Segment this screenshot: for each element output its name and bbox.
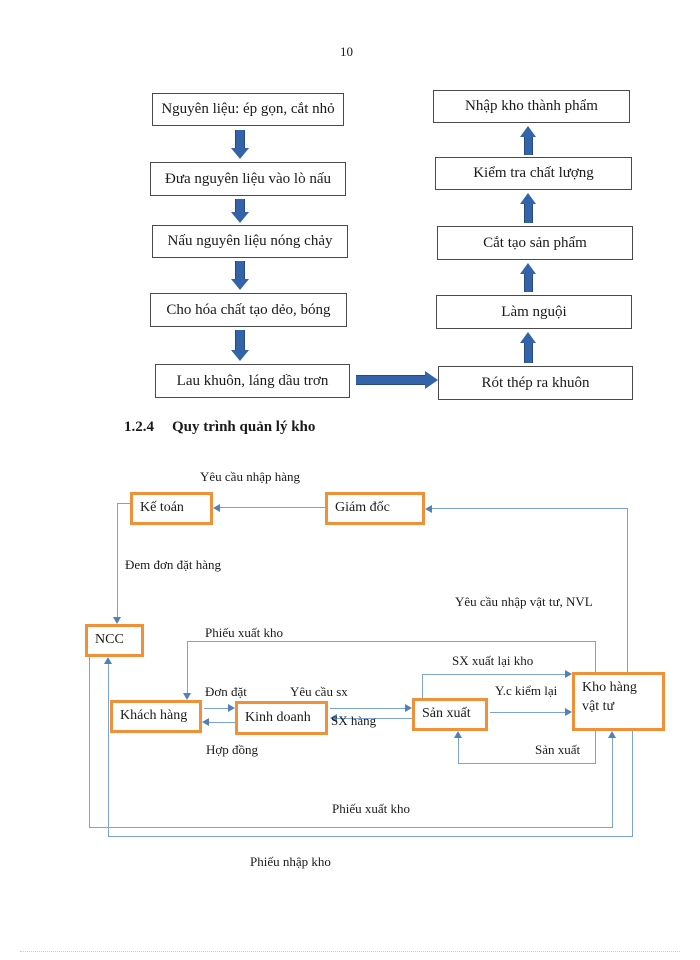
label-san-xuat-return: Sản xuất <box>535 742 581 757</box>
arrowhead <box>113 617 121 624</box>
connector-khohang-khachhang-h <box>187 641 596 642</box>
label-sx-hang: SX hàng <box>331 713 377 728</box>
page-break-line <box>20 951 680 952</box>
connector-ketoan-ncc-h <box>117 503 130 504</box>
connector-khohang-ncc-v1 <box>632 731 633 836</box>
connector-khohang-khachhang-v1 <box>595 641 596 672</box>
connector-khohang-khachhang-v2 <box>187 641 188 693</box>
up-arrow-icon <box>520 332 536 363</box>
node-ncc: NCC <box>85 624 144 657</box>
arrowhead <box>608 731 616 738</box>
section-title: Quy trình quản lý kho <box>172 419 316 435</box>
connector-ncc-khohang-v2 <box>612 738 613 827</box>
flow-box-cooling: Làm nguội <box>436 295 632 329</box>
connector-sxlaikho-v <box>422 674 423 698</box>
connector-ncc-khohang-v1 <box>89 657 90 827</box>
arrowhead <box>228 704 235 712</box>
arrowhead <box>425 505 432 513</box>
node-san-xuat: Sản xuất <box>412 698 488 731</box>
section-heading: 1.2.4 Quy trình quản lý kho <box>124 419 315 436</box>
down-arrow-icon <box>231 330 249 361</box>
connector-khachhang-kinhdoanh <box>204 708 229 709</box>
flow-box-melt: Nấu nguyên liệu nóng chảy <box>152 225 348 258</box>
connector-giamdoc-ketoan <box>220 507 325 508</box>
flow-box-quality-check: Kiểm tra chất lượng <box>435 157 632 190</box>
flow-box-stock-finished: Nhập kho thành phẩm <box>433 90 630 123</box>
connector-sxlaikho-h <box>422 674 565 675</box>
arrowhead <box>565 708 572 716</box>
arrowhead <box>454 731 462 738</box>
label-phieu-xuat-kho-upper: Phiếu xuất kho <box>205 625 283 640</box>
node-giam-doc: Giám đốc <box>325 492 425 525</box>
flow-box-wipe-mold: Lau khuôn, láng dầu trơn <box>155 364 350 398</box>
label-don-dat: Đơn đặt <box>205 684 247 699</box>
node-khach-hang: Khách hàng <box>110 700 202 733</box>
down-arrow-icon <box>231 199 249 223</box>
connector-khohang-giamdoc-v <box>627 508 628 673</box>
flow-box-raw-material: Nguyên liệu: ép gọn, cắt nhỏ <box>152 93 344 126</box>
flow-box-pour-steel: Rót thép ra khuôn <box>438 366 633 400</box>
connector-khohang-sanxuat-v1 <box>595 731 596 763</box>
arrowhead <box>213 504 220 512</box>
label-yc-kiem-lai: Y.c kiểm lại <box>495 683 558 698</box>
arrowhead <box>405 704 412 712</box>
connector-khohang-ncc-h <box>108 836 633 837</box>
label-phieu-xuat-kho-lower: Phiếu xuất kho <box>332 801 410 816</box>
page-number: 10 <box>340 44 353 59</box>
up-arrow-icon <box>520 193 536 223</box>
up-arrow-icon <box>520 126 536 155</box>
label-sx-xuat-lai-kho: SX xuất lại kho <box>452 653 534 668</box>
flow-box-chemicals: Cho hóa chất tạo dẻo, bóng <box>150 293 347 327</box>
connector-yckiemlai <box>490 712 565 713</box>
down-arrow-icon <box>231 261 249 290</box>
arrowhead <box>183 693 191 700</box>
label-yeu-cau-nhap-vat-tu: Yêu cầu nhập vật tư, NVL <box>455 594 593 609</box>
label-phieu-nhap-kho: Phiếu nhập kho <box>250 854 331 869</box>
node-kho-hang-vat-tu: Kho hàng vật tư <box>572 672 665 731</box>
label-dem-don-dat-hang: Đem đơn đặt hàng <box>125 557 222 572</box>
arrowhead <box>104 657 112 664</box>
up-arrow-icon <box>520 263 536 292</box>
right-arrow-icon <box>356 371 438 389</box>
connector-khohang-ncc-v2 <box>108 664 109 836</box>
connector-khohang-giamdoc-h <box>432 508 628 509</box>
connector-ncc-khohang-h <box>89 827 613 828</box>
label-yeu-cau-nhap-hang: Yêu cầu nhập hàng <box>200 469 300 484</box>
arrowhead <box>202 718 209 726</box>
flow-box-feed-furnace: Đưa nguyên liệu vào lò nấu <box>150 162 346 196</box>
node-kinh-doanh: Kinh doanh <box>235 701 328 735</box>
connector-khohang-sanxuat-v2 <box>458 738 459 763</box>
down-arrow-icon <box>231 130 249 159</box>
connector-sanxuat-kinhdoanh <box>337 718 412 719</box>
connector-kinhdoanh-sanxuat <box>330 708 405 709</box>
node-ke-toan: Kế toán <box>130 492 213 525</box>
flow-box-cut-product: Cắt tạo sản phẩm <box>437 226 633 260</box>
arrowhead <box>565 670 572 678</box>
connector-kinhdoanh-khachhang <box>209 722 235 723</box>
arrowhead <box>330 714 337 722</box>
connector-ketoan-ncc-v <box>117 503 118 618</box>
label-yeu-cau-sx: Yêu cầu sx <box>290 684 348 699</box>
connector-khohang-sanxuat-h <box>458 763 596 764</box>
label-hop-dong: Hợp đồng <box>206 742 259 757</box>
section-number: 1.2.4 <box>124 419 154 435</box>
